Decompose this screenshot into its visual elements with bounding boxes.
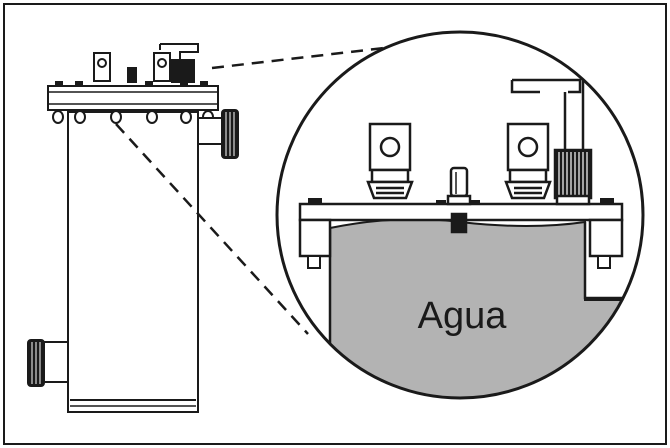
- outer-border: [3, 3, 667, 445]
- inlet-pipe-lower: [41, 341, 69, 383]
- vent-valve: [127, 67, 137, 83]
- detail-view: Agua: [277, 32, 643, 398]
- bleed-screw: [171, 59, 195, 83]
- tank-flange: [47, 85, 219, 111]
- detail-vent-valve: [446, 166, 472, 234]
- detail-circle-outline: [275, 30, 645, 400]
- detail-bleed-screw: [510, 78, 593, 206]
- zoom-callout-lines: [115, 43, 411, 335]
- detail-terminal-right: [504, 122, 552, 200]
- detail-terminal-left: [366, 122, 414, 200]
- outlet-pipe-upper: [197, 117, 223, 145]
- water-label: Agua: [418, 295, 508, 337]
- tank-body: [67, 111, 199, 413]
- tank-overview: [27, 43, 239, 413]
